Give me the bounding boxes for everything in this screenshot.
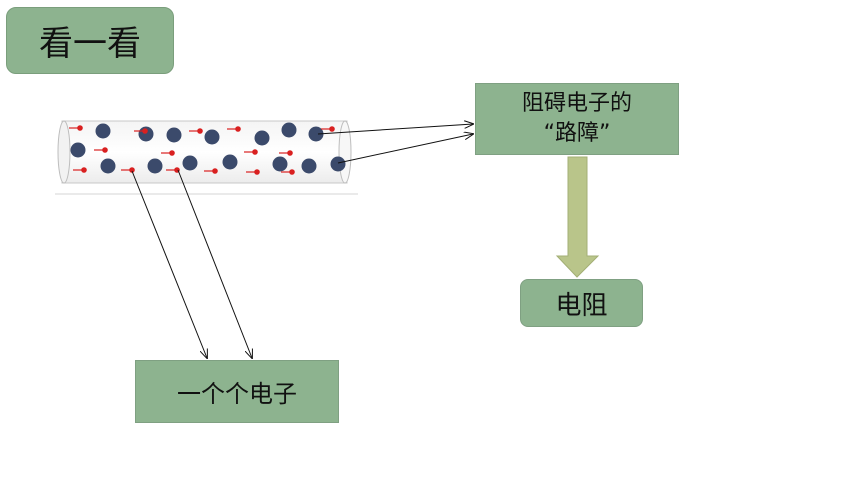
electron <box>169 150 175 156</box>
ion <box>100 158 116 174</box>
ion <box>308 126 324 142</box>
down-block-arrow <box>555 156 600 278</box>
slide-title: 看一看 <box>6 7 174 74</box>
electron <box>197 128 203 134</box>
obstacle-label-line2: “路障” <box>543 121 611 146</box>
ion <box>182 155 198 171</box>
ion <box>272 156 288 172</box>
ion <box>254 130 270 146</box>
ion <box>330 156 346 172</box>
electron <box>329 126 335 132</box>
obstacle-label-box: 阻碍电子的 “路障” <box>475 83 679 155</box>
ion <box>138 126 154 142</box>
wire-conductor <box>57 120 352 184</box>
arrow-to-electrons-left <box>131 170 207 358</box>
electron <box>102 147 108 153</box>
arrow-to-obstacle-upper <box>317 124 473 135</box>
electron <box>252 149 258 155</box>
ion-group <box>70 122 346 174</box>
electron <box>212 168 218 174</box>
resistance-label-box: 电阻 <box>520 279 643 327</box>
arrow-to-obstacle-lower <box>337 134 473 164</box>
electron <box>81 167 87 173</box>
ion <box>147 158 163 174</box>
ion <box>222 154 238 170</box>
electron <box>77 125 83 131</box>
electron <box>129 167 135 173</box>
electron-label-box: 一个个电子 <box>135 360 339 423</box>
arrow-to-electrons-right <box>177 169 252 358</box>
obstacle-label-line1: 阻碍电子的 <box>521 91 632 116</box>
ion <box>281 122 297 138</box>
ion <box>70 142 86 158</box>
electron <box>289 169 295 175</box>
electron <box>287 150 293 156</box>
electron <box>235 126 241 132</box>
electron-group <box>69 125 335 175</box>
ion <box>301 158 317 174</box>
electron <box>254 169 260 175</box>
electron <box>142 128 148 134</box>
ion <box>95 123 111 139</box>
ion <box>166 127 182 143</box>
ion <box>204 129 220 145</box>
